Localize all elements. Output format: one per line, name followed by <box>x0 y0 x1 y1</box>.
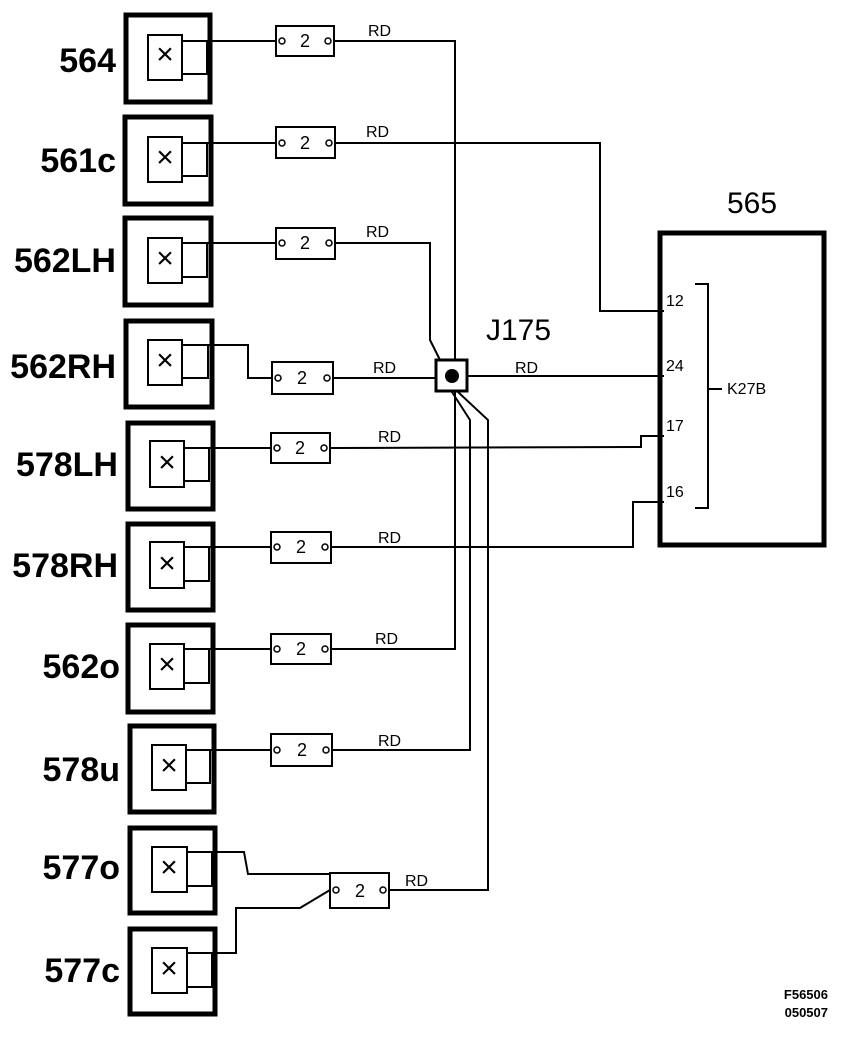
lamp-symbol-icon: × <box>158 446 176 479</box>
connector-pin-label: 2 <box>296 537 306 557</box>
pin-bracket <box>695 283 709 509</box>
lamp-leads <box>207 40 331 954</box>
connector-564: 2 <box>275 25 335 57</box>
junction-label: J175 <box>486 314 551 347</box>
lamp-symbol-icon: × <box>158 547 176 580</box>
wire-color-label: RD <box>366 224 389 241</box>
module-pin-16: 16 <box>666 484 684 501</box>
lamp-562rh: × 562RH <box>10 318 215 410</box>
wire-color-label: RD <box>368 23 391 40</box>
wire-color-labels: RD RD RD RD RD RD RD RD RD RD <box>366 23 538 890</box>
lamp-578u: × 578u <box>43 723 217 815</box>
lamp-symbol-icon: × <box>160 851 178 884</box>
module-pin-17: 17 <box>666 418 684 435</box>
lamp-symbol-icon: × <box>160 952 178 985</box>
lamp-label-577c: 577c <box>44 952 120 990</box>
connector-561c: 2 <box>275 126 336 159</box>
figure-ref-line2: 050507 <box>785 1005 828 1020</box>
connector-pin-label: 2 <box>297 740 307 760</box>
connector-578lh: 2 <box>270 432 331 464</box>
wire-color-label: RD <box>378 733 401 750</box>
wire-color-label: RD <box>405 873 428 890</box>
lamp-578rh: × 578RH <box>12 521 216 613</box>
connector-pin-label: 2 <box>355 881 365 901</box>
lamp-symbol-icon: × <box>156 141 174 174</box>
junction-j175: J175 <box>434 314 551 393</box>
connector-577: 2 <box>329 872 390 909</box>
connector-pin-label: 2 <box>300 31 310 51</box>
connector-562o: 2 <box>270 633 332 665</box>
module-label: 565 <box>727 187 777 220</box>
lamp-symbol-icon: × <box>156 344 174 377</box>
wire-color-label: RD <box>366 124 389 141</box>
lamp-label-562lh: 562LH <box>14 242 116 280</box>
lamp-symbol-icon: × <box>160 749 178 782</box>
lamp-symbol-icon: × <box>158 648 176 681</box>
lamp-label-564: 564 <box>59 42 116 80</box>
figure-ref-line1: F56506 <box>784 987 828 1002</box>
lamp-label-561c: 561c <box>40 142 116 180</box>
connector-pin-label: 2 <box>296 639 306 659</box>
connector-pin-label: 2 <box>297 368 307 388</box>
lamp-label-578rh: 578RH <box>12 547 118 585</box>
wire-color-label: RD <box>375 631 398 648</box>
wire-color-label: RD <box>378 530 401 547</box>
lamp-561c: × 561c <box>40 114 214 207</box>
connector-578rh: 2 <box>270 531 332 564</box>
wire-color-label: RD <box>378 429 401 446</box>
module-connector-label: K27B <box>727 381 766 398</box>
lamp-label-562o: 562o <box>43 648 121 686</box>
lamp-symbol-icon: × <box>156 242 174 275</box>
lamp-564: × 564 <box>59 12 213 105</box>
lamp-562o: × 562o <box>43 622 216 715</box>
module-565: 565 12 24 17 16 K27B <box>657 187 827 548</box>
connector-pin-label: 2 <box>295 438 305 458</box>
lamp-label-578u: 578u <box>43 751 121 789</box>
wire-color-label: RD <box>373 360 396 377</box>
connector-pin-label: 2 <box>300 233 310 253</box>
lamp-562lh: × 562LH <box>14 215 214 308</box>
lamp-label-578lh: 578LH <box>16 446 118 484</box>
lamp-577c: × 577c <box>44 926 218 1017</box>
lamp-577o: × 577o <box>43 825 218 916</box>
rd-wires <box>329 40 664 891</box>
module-pin-12: 12 <box>666 293 684 310</box>
lamp-578lh: × 578LH <box>16 420 216 512</box>
lamp-label-562rh: 562RH <box>10 348 116 386</box>
wire-color-label: RD <box>515 360 538 377</box>
connector-578u: 2 <box>270 733 333 767</box>
connector-562rh: 2 <box>271 361 334 395</box>
connector-562lh: 2 <box>275 227 336 260</box>
connector-pin-label: 2 <box>300 133 310 153</box>
module-pin-24: 24 <box>666 358 684 375</box>
lamp-symbol-icon: × <box>156 38 174 71</box>
lamp-label-577o: 577o <box>43 849 121 887</box>
figure-reference: F56506 050507 <box>784 987 828 1020</box>
